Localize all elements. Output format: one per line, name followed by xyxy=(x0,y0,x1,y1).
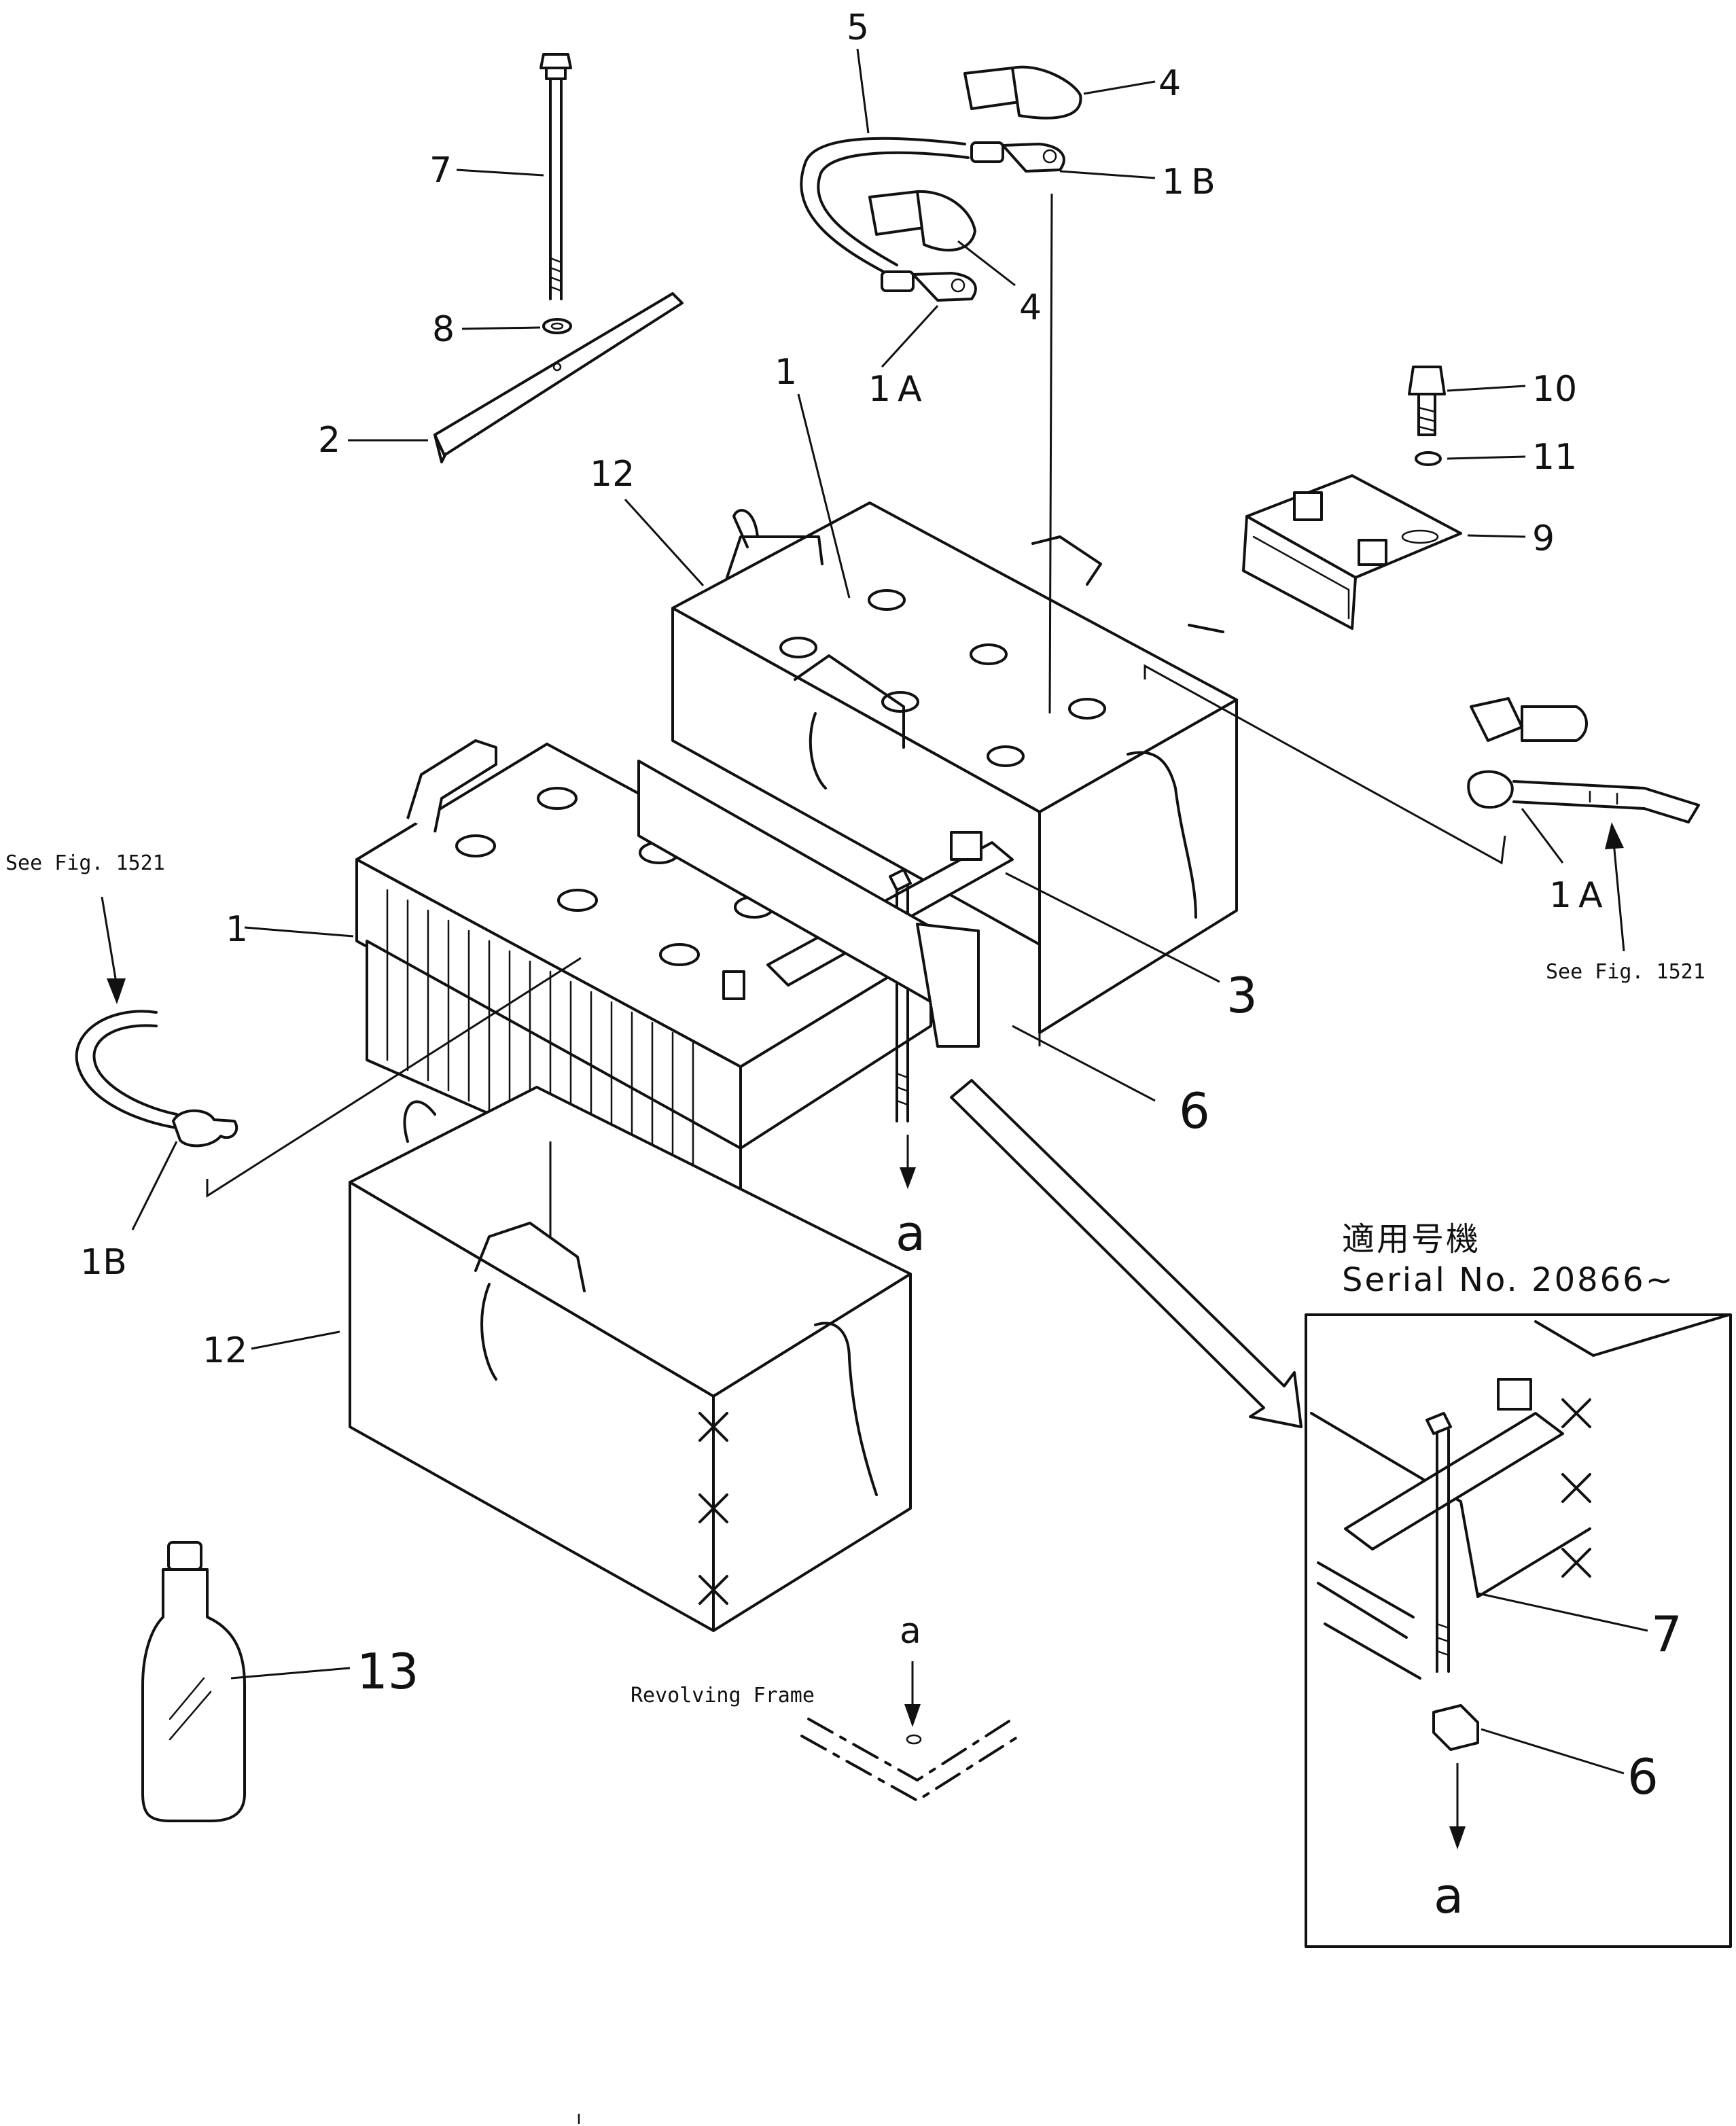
callout-4-middle: 4 xyxy=(1019,287,1042,328)
applicable-models-label: 適用号機 xyxy=(1342,1220,1481,1258)
callout-13: 13 xyxy=(357,1643,419,1700)
part-2-bar xyxy=(433,292,684,463)
part-8-washer xyxy=(542,318,572,334)
callout-7-inset: 7 xyxy=(1651,1606,1682,1663)
callout-3: 3 xyxy=(1226,967,1258,1024)
part-4-cap-top xyxy=(963,65,1082,120)
part-10-bolt xyxy=(1408,366,1446,436)
part-3-holddown xyxy=(637,760,1014,1122)
callout-8: 8 xyxy=(432,309,455,350)
leader-lines xyxy=(101,48,1648,1849)
callout-a-inset: a xyxy=(1434,1867,1464,1924)
revolving-frame xyxy=(800,1718,1021,1802)
callout-1B-top: 1B xyxy=(1162,162,1222,202)
part-1A-right-assembly xyxy=(1467,697,1700,823)
callout-9: 9 xyxy=(1532,518,1555,559)
battery-upper xyxy=(671,501,1238,1034)
callout-a-main: a xyxy=(896,1205,925,1262)
notes: See Fig. 1521 See Fig. 1521 Revolving Fr… xyxy=(5,851,1705,1707)
callout-4-top: 4 xyxy=(1158,63,1181,104)
serial-number-label: Serial No. 20866~ xyxy=(1342,1261,1675,1299)
callout-12-bottom: 12 xyxy=(202,1330,247,1371)
callout-1B-left: 1B xyxy=(80,1242,127,1283)
see-fig-right-note: See Fig. 1521 xyxy=(1546,960,1705,984)
callout-11: 11 xyxy=(1532,437,1577,478)
callout-1A-top: 1A xyxy=(868,369,929,410)
callout-1-left: 1 xyxy=(226,909,248,950)
battery-cover-lower xyxy=(349,1086,912,1632)
callout-labels: 7 8 2 5 4 1B 4 1A 1 12 10 11 9 1 3 6 1A … xyxy=(80,7,1682,1924)
callout-5: 5 xyxy=(847,7,869,48)
callout-7-top: 7 xyxy=(429,150,452,191)
part-11-washer xyxy=(1415,451,1442,466)
part-1B-left-assembly xyxy=(75,1010,238,1148)
battery-case-upper xyxy=(732,509,1224,633)
part-9-bracket xyxy=(1242,474,1462,630)
callout-a-frame: a xyxy=(900,1611,921,1652)
inset-detail xyxy=(1305,1313,1732,1948)
callout-12-top: 12 xyxy=(590,454,635,495)
callout-1A-right: 1A xyxy=(1549,875,1610,916)
inset-direction-arrow xyxy=(950,1079,1303,1428)
part-5-cable xyxy=(800,137,1065,302)
part-4-cap-middle xyxy=(868,190,976,252)
callout-10: 10 xyxy=(1532,369,1577,410)
callout-6-main: 6 xyxy=(1179,1082,1210,1139)
callout-2: 2 xyxy=(318,420,340,461)
part-7-bolt xyxy=(539,53,572,300)
callout-6-inset: 6 xyxy=(1627,1748,1659,1805)
callout-1-top: 1 xyxy=(775,352,797,393)
see-fig-left-note: See Fig. 1521 xyxy=(5,851,165,875)
part-13-bottle xyxy=(141,1541,246,1822)
revolving-frame-label: Revolving Frame xyxy=(631,1684,815,1707)
